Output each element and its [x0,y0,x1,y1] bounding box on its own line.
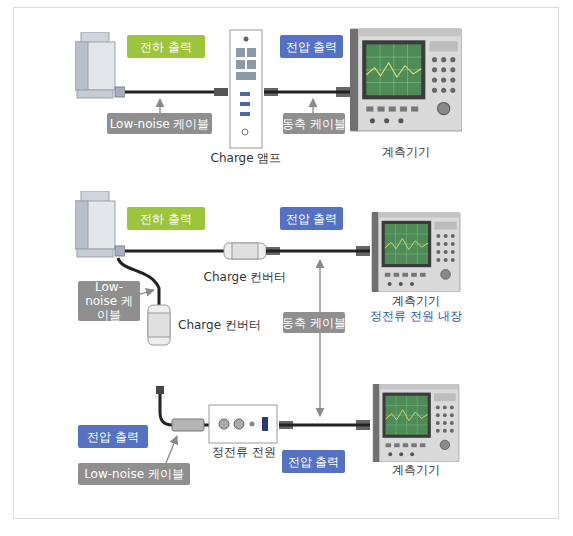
charge-converter-band [232,243,258,259]
accelerometer [75,191,125,257]
instrument: 계측기기 [350,24,462,160]
amp-switch [240,102,250,106]
cable-plug [156,386,164,394]
charge-converter: Charge 컨버터 [224,240,266,285]
tag-label: Low-noise 케이블 [84,467,184,481]
bnc-plug [266,247,280,255]
measuring-instrument [350,29,462,131]
bnc-socket [219,419,229,429]
output-tag: 전압 출력 [280,35,343,58]
device-label: 계측기기 [382,145,430,160]
leader-arrow [166,436,177,463]
output-tag: 전하 출력 [127,35,205,58]
accelerometer [75,32,125,98]
cable-plug [214,88,228,96]
measuring-instrument [372,212,460,292]
low-noise-cable [125,250,224,253]
leader-arrow [159,99,160,113]
tag-label: 전하 출력 [140,40,192,54]
bnc-plug [356,420,370,430]
charge-converter: Charge 컨버터 [147,303,171,347]
charge-amp: Charge 앰프 [228,28,264,166]
tag-label: Low-noise 케이블 [110,117,210,131]
charge-converter-body [148,305,170,345]
device-label: Charge 컨버터 [178,318,261,333]
amp-display [247,60,256,69]
device-label: 계측기기 [392,463,440,478]
output-tag: 전압 출력 [280,207,343,230]
instrument: 계측기기 [370,384,462,478]
low-noise-cable [125,91,228,94]
leader-arrow [319,333,320,416]
cable-tag: Low-noise 케이블 [78,463,190,485]
instrument: 계측기기정전류 전원 내장 [370,212,462,324]
amp-display [247,48,256,57]
power-supply: 정전류 전원 [209,404,279,460]
tag-label: Low-noise 케이블 [78,280,140,322]
output-tag: 전압 출력 [78,425,148,448]
output-tag: 전하 출력 [127,207,205,230]
device-label: 정전류 전원 [212,445,276,460]
tag-label: 전압 출력 [286,212,338,226]
charge-converter-body [224,243,266,259]
bnc-plug [279,421,293,429]
measuring-instrument [373,384,459,462]
power-supply-body [209,405,277,443]
frame [14,8,559,519]
amp-display [236,72,256,80]
amp-display [236,48,245,57]
power-switch [262,417,268,431]
cable-tag: Low-noise 케이블 [107,113,212,134]
leader-arrow [140,290,154,294]
cable-tag: 동축 케이블 [283,113,345,134]
cable-tag: 동축 케이블 [283,312,345,333]
tag-label: 전압 출력 [87,430,139,444]
bnc-plug [336,87,350,97]
tag-label: 전압 출력 [286,40,338,54]
device-label: 계측기기 [392,294,440,309]
tag-label: 동축 케이블 [282,316,346,330]
amp-knob [244,37,249,42]
cable-tag: Low-noise 케이블 [78,281,140,321]
power-led [250,422,255,427]
bnc-connector [172,419,204,431]
device-label: 정전류 전원 내장 [370,309,462,324]
bnc-socket [234,419,244,429]
bnc-plug [264,88,278,96]
coax-cable [279,424,370,427]
charge-converter-band [148,313,170,337]
amp-switch [240,112,250,116]
output-tag: 전압 출력 [282,450,345,473]
tag-label: 전하 출력 [140,212,192,226]
leader-arrow [319,260,320,312]
leader-arrow [312,99,313,113]
device-label: Charge 컨버터 [204,270,287,285]
coax-cable [264,91,350,94]
tag-label: 전압 출력 [288,455,340,469]
amp-connector [242,129,248,135]
charge-amp-body [230,30,262,148]
device-label: Charge 앰프 [211,151,282,166]
amp-display [236,60,245,69]
coax-cable [266,250,370,253]
bnc-plug [356,246,370,256]
tag-label: 동축 케이블 [282,117,346,131]
amp-switch [240,92,250,96]
